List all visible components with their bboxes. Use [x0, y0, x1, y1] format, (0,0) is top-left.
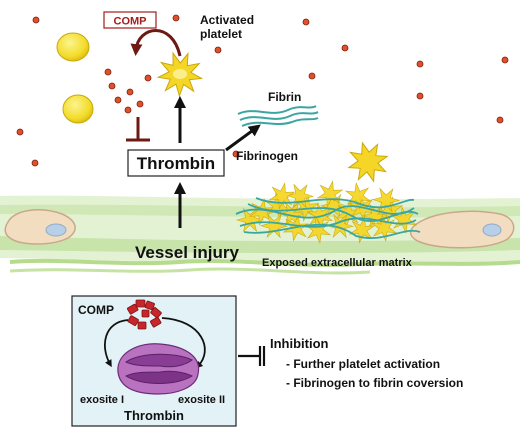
fibrin-strand — [247, 203, 419, 222]
endothelial-cell-right — [409, 210, 515, 249]
aggregated-platelet-icon — [259, 213, 289, 239]
comp-molecule-dot — [124, 106, 132, 114]
inset-comp-label: COMP — [78, 303, 114, 317]
vessel-injury-label: Vessel injury — [135, 243, 239, 262]
comp-molecule-dot — [136, 100, 144, 108]
thrombin-box: Thrombin — [127, 149, 225, 177]
fibrin-mesh-icon — [235, 197, 421, 239]
comp-molecule-dot — [108, 82, 116, 90]
comp-molecule-dot — [496, 116, 504, 124]
comp-molecule-dot — [416, 60, 424, 68]
comp-label: COMP — [114, 16, 147, 28]
exosite-1-label: exosite I — [80, 394, 124, 406]
release-arrow — [130, 29, 182, 57]
comp-molecule-dot — [302, 18, 310, 26]
exosite-2-label: exosite II — [178, 394, 225, 406]
activated-platelet-icon — [347, 141, 389, 183]
ecm-label: Exposed extracellular matrix — [262, 257, 413, 269]
comp-molecule-dot — [16, 128, 24, 136]
arrow-comp-to-exosite-1 — [103, 319, 129, 368]
comp-molecule-dot — [232, 150, 240, 158]
fibrinogen-label: Fibrinogen — [236, 149, 298, 163]
aggregated-platelet-icon — [345, 182, 371, 210]
arrow-thrombin-to-fibrin — [225, 124, 261, 152]
fibrin-strand — [243, 223, 421, 239]
comp-molecule-dot — [31, 159, 39, 167]
comp-molecules — [16, 14, 509, 167]
aggregated-platelet-icon — [348, 216, 376, 244]
inset-thrombin-label: Thrombin — [124, 408, 184, 423]
aggregated-platelet-icon — [390, 206, 418, 234]
comp-molecule-dot — [114, 96, 122, 104]
activated-platelet-label-2: platelet — [200, 27, 242, 41]
inhibition-symbol — [238, 346, 266, 366]
endothelial-cell-left — [4, 209, 76, 245]
comp-molecule-dot — [214, 46, 222, 54]
fibrin-strand — [239, 217, 417, 228]
fibrin-strands-icon — [237, 105, 319, 127]
comp-molecule-dot — [32, 16, 40, 24]
red-blood-cell-icon — [56, 32, 90, 62]
fibrin-label: Fibrin — [268, 90, 301, 104]
activated-platelet-label-1: Activated — [200, 13, 254, 27]
comp-thrombin-inset: COMP exosite I exosite II Thrombin — [71, 295, 237, 427]
inhibition-item-2: - Fibrinogen to fibrin coversion — [286, 376, 463, 390]
comp-molecule-dot — [416, 92, 424, 100]
inhibition-item-1: - Further platelet activation — [286, 357, 440, 371]
arrow-comp-to-exosite-2 — [161, 317, 206, 369]
comp-molecule-dot — [144, 74, 152, 82]
comp-pentamer-icon — [127, 299, 162, 330]
thrombin-label: Thrombin — [137, 154, 215, 173]
inhibition-title: Inhibition — [270, 336, 329, 351]
activated-platelet-icon — [156, 51, 204, 98]
aggregated-platelet-icon — [316, 180, 344, 208]
thrombin-molecule-icon — [117, 343, 200, 395]
comp-molecule-dot — [104, 68, 112, 76]
comp-molecule-dot — [341, 44, 349, 52]
fibrin-strand — [255, 197, 415, 209]
aggregated-platelet-icon — [371, 187, 401, 213]
comp-molecule-dot — [501, 56, 509, 64]
comp-molecule-dot — [126, 88, 134, 96]
comp-molecule-dot — [308, 72, 316, 80]
aggregated-platelet-icon — [370, 214, 398, 242]
red-blood-cell-icon — [62, 94, 94, 124]
comp-molecule-dot — [172, 14, 180, 22]
comp-inhibits-thrombin-symbol — [126, 117, 150, 142]
comp-label-box: COMP — [103, 11, 157, 29]
